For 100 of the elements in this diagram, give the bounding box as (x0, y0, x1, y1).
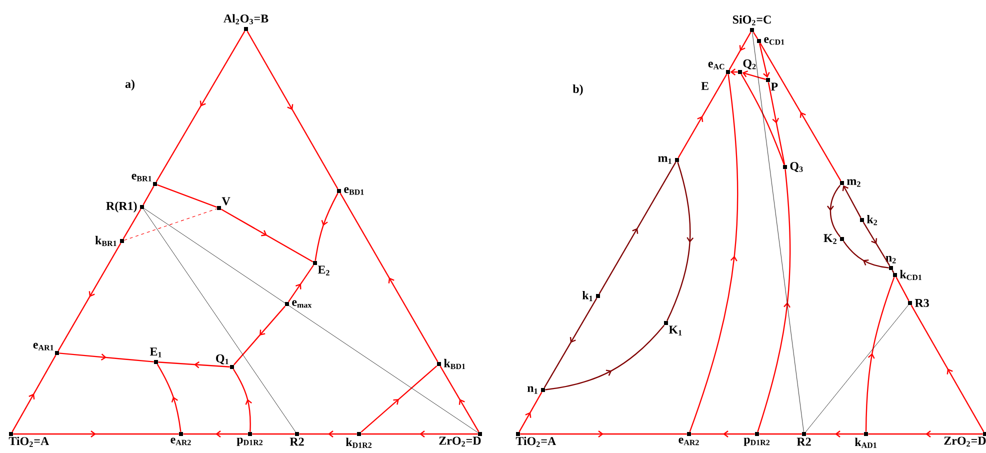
boundary-line (156, 364, 182, 432)
boundary-line (826, 184, 841, 238)
point-label: n$_{2}$ (886, 256, 896, 264)
point-label: e$_{BD1}$ (344, 187, 364, 195)
boundary-line (740, 74, 785, 166)
point-label: R(R1) (106, 202, 137, 212)
boundary-line (842, 185, 862, 218)
point-label: k$_{BR1}$ (95, 236, 116, 246)
point-label: E$_{1}$ (150, 348, 162, 358)
point-label: n$_{1}$ (527, 386, 538, 394)
boundary-line (545, 324, 665, 390)
boundary-line (122, 208, 142, 240)
point-label: Q$_{2}$ (743, 59, 756, 70)
point-label: e$_{AR2}$ (170, 438, 191, 446)
point-label: SiO$_{2}$=C (732, 15, 771, 26)
point-label: k$_{2}$ (867, 214, 878, 226)
panel-label: b) (572, 84, 583, 96)
boundary-line (156, 184, 218, 208)
point-label: k$_{D1R2}$ (346, 438, 372, 448)
point-label: E$_{2}$ (318, 266, 330, 276)
boundary-line (440, 366, 480, 432)
point-label: k$_{BD1}$ (444, 358, 466, 370)
boundary-line (678, 74, 728, 158)
boundary-line (760, 42, 842, 182)
point-label: R2 (290, 438, 304, 446)
point-label: P (770, 82, 778, 91)
boundary-line (144, 208, 478, 433)
boundary-line (142, 186, 154, 206)
boundary-line (58, 242, 122, 352)
boundary-line (689, 74, 738, 432)
boundary-line (768, 82, 786, 165)
boundary-line (598, 162, 676, 294)
boundary-line (59, 352, 154, 362)
point-label: K$_{1}$ (668, 326, 682, 336)
boundary-line (742, 70, 766, 80)
panel-label: a) (125, 80, 134, 90)
point-label: e$_{AC}$ (708, 62, 724, 70)
point-label: Q$_{3}$ (790, 162, 803, 172)
point-label: p$_{D1R2}$ (236, 438, 263, 446)
boundary-line (730, 68, 738, 76)
point-label: k$_{1}$ (582, 290, 592, 302)
boundary-line (868, 430, 983, 438)
point-label: e$_{CD1}$ (764, 37, 784, 45)
boundary-line (156, 30, 246, 182)
point-label: m$_{1}$ (658, 156, 672, 164)
point-label: R3 (914, 298, 929, 308)
point-label: k$_{CD1}$ (900, 270, 922, 280)
boundary-line (752, 32, 758, 40)
boundary-line (806, 305, 908, 432)
boundary-line (183, 430, 248, 438)
boundary-line (896, 276, 910, 302)
boundary-line (361, 430, 478, 438)
boundary-line (544, 298, 598, 388)
boundary-line (758, 43, 770, 78)
point-label: Q$_{1}$ (216, 354, 228, 364)
boundary-line (13, 430, 179, 438)
boundary-line (314, 192, 338, 261)
boundary-line (759, 433, 802, 435)
boundary-line (865, 277, 895, 432)
boundary-line (340, 192, 438, 362)
point-label: E (701, 82, 708, 90)
boundary-line (843, 240, 889, 268)
point-label: p$_{D1R2}$ (744, 438, 770, 446)
boundary-line (757, 169, 791, 432)
boundary-line (232, 368, 252, 432)
boundary-line (518, 392, 542, 432)
boundary-line (158, 361, 230, 368)
point-label: k$_{AD1}$ (854, 438, 876, 448)
point-label: ZrO$_{2}$=D (439, 436, 481, 446)
boundary-line (288, 264, 314, 302)
point-label: e$_{AR2}$ (678, 438, 699, 446)
boundary-line (124, 208, 218, 241)
boundary-line (666, 162, 694, 322)
point-label: R2 (796, 438, 811, 446)
point-label: e$_{max}$ (292, 300, 312, 308)
point-label: e$_{AR1}$ (33, 342, 54, 350)
boundary-line (299, 430, 357, 438)
boundary-line (252, 433, 295, 435)
boundary-line (220, 208, 314, 262)
boundary-line (246, 30, 338, 190)
boundary-line (752, 32, 804, 432)
boundary-line (143, 209, 296, 432)
point-label: e$_{BR1}$ (132, 174, 152, 182)
boundary-line (892, 270, 894, 274)
boundary-line (233, 306, 286, 366)
boundary-line (520, 430, 687, 438)
boundary-line (862, 222, 890, 266)
boundary-line (691, 430, 755, 438)
boundary-line (910, 304, 984, 432)
point-label: m$_{2}$ (847, 179, 860, 187)
point-label: TiO$_{2}$=A (8, 436, 50, 447)
point-label: ZrO$_{2}$=D (944, 436, 986, 446)
boundary-line (806, 430, 864, 438)
point-label: Al$_{2}$O$_{3}$=B (224, 14, 268, 24)
boundary-line (12, 354, 56, 432)
point-label: TiO$_{2}$=A (516, 436, 556, 447)
boundary-line (360, 365, 438, 433)
boundary-line (728, 32, 752, 70)
point-label: V (222, 197, 230, 206)
point-label: K$_{2}$ (824, 234, 836, 244)
